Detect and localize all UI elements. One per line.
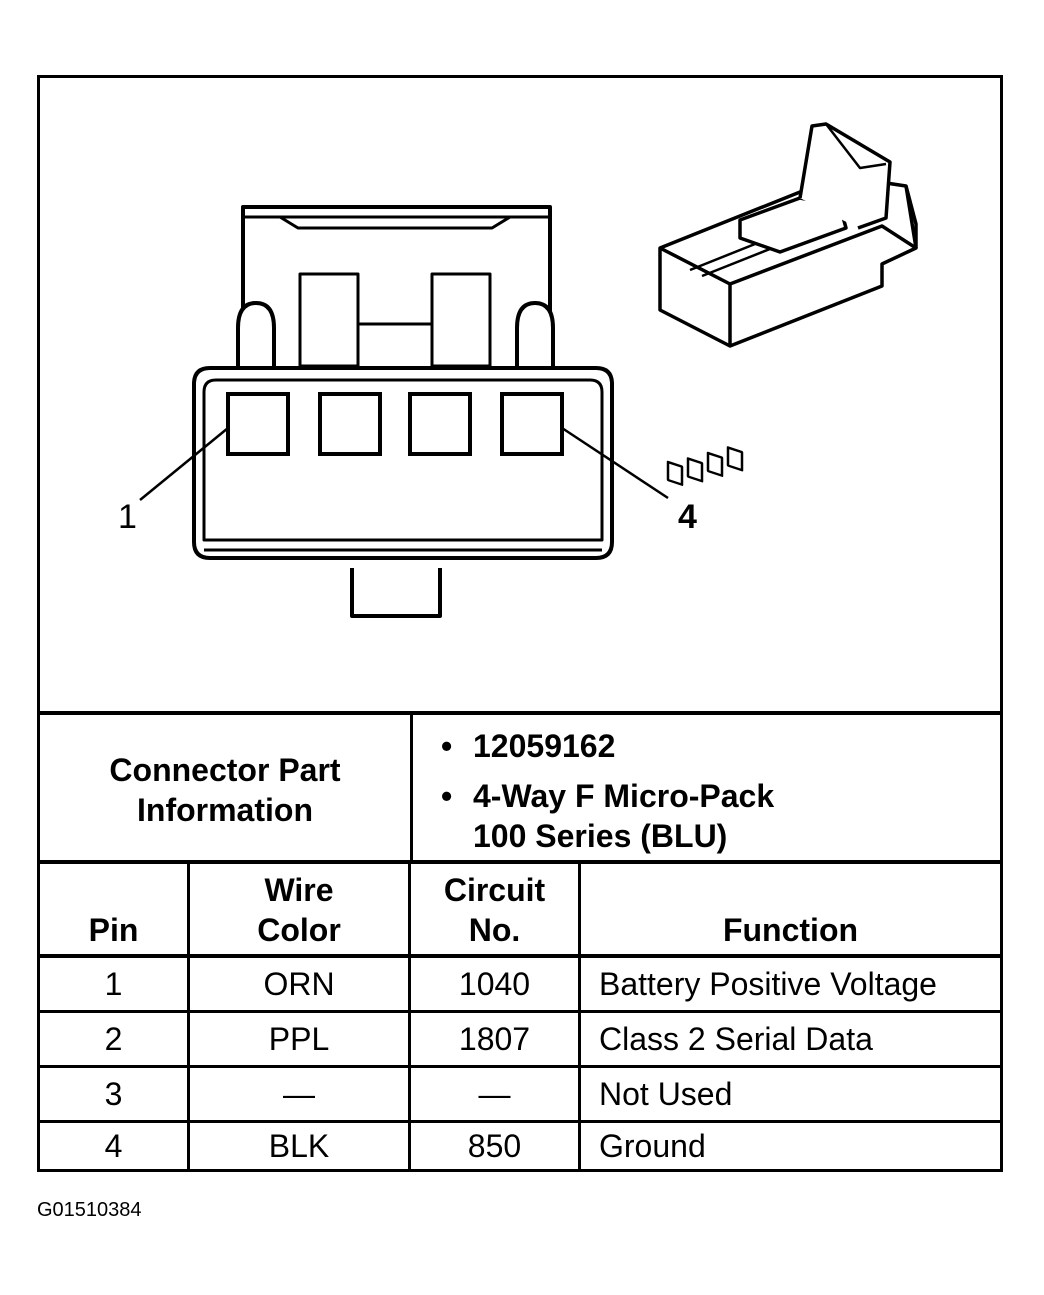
pin-cavities [226, 392, 564, 456]
header-pin: Pin [40, 864, 187, 954]
cell-wire-color: — [283, 1076, 315, 1112]
cell-pin: 2 [104, 1021, 123, 1057]
callout-label-4: 4 [678, 498, 697, 536]
cell-function: Not Used [599, 1076, 733, 1112]
rule-info-top [40, 711, 1000, 715]
callout-leader-1 [139, 427, 229, 501]
rule-info-divider [410, 711, 413, 861]
cell-circuit: — [478, 1076, 511, 1112]
description-row-2: 100 Series (BLU) [473, 816, 727, 856]
connector-face-view [192, 205, 614, 618]
cell-function: Class 2 Serial Data [599, 1021, 873, 1057]
cell-pin: 3 [104, 1076, 123, 1112]
callout-leader-4 [561, 426, 669, 500]
part-number-row: • 12059162 [441, 726, 616, 766]
rule-header-bottom [40, 954, 1000, 958]
header-pin-text: Pin [88, 912, 139, 948]
diagram-frame: 1 4 Connector Part Information • 1205916… [37, 75, 1003, 1172]
connector-description-line2: 100 Series (BLU) [473, 818, 728, 854]
figure-id: G01510384 [37, 1199, 142, 1221]
rule-col-2 [408, 862, 411, 1172]
header-function: Function [581, 864, 1000, 954]
pin-cavity-4 [500, 392, 564, 456]
pin-cavity-2 [318, 392, 382, 456]
cell-circuit: 850 [467, 1128, 522, 1164]
cell-wire-color: PPL [268, 1021, 330, 1057]
header-circuit-line1: Circuit [443, 872, 546, 908]
header-circuit: Circuit No. [411, 864, 578, 954]
cell-function: Battery Positive Voltage [599, 966, 937, 1002]
connector-info-label: Connector Part Information [40, 716, 410, 864]
cell-function: Ground [599, 1128, 706, 1164]
pin-cavity-3 [408, 392, 472, 456]
connector-isometric-view [658, 122, 918, 486]
cell-wire-color: ORN [263, 966, 335, 1002]
description-row: • 4-Way F Micro-Pack [441, 776, 775, 816]
rule-row-1 [40, 1010, 1000, 1013]
rule-col-1 [187, 862, 190, 1172]
cell-circuit: 1040 [458, 966, 531, 1002]
connector-drawing: 1 4 [118, 122, 918, 618]
cell-pin: 4 [104, 1128, 123, 1164]
cell-pin: 1 [104, 966, 123, 1002]
cell-wire-color: BLK [268, 1128, 330, 1164]
header-circuit-line2: No. [468, 912, 521, 948]
callout-label-1: 1 [118, 498, 137, 536]
rule-row-3 [40, 1120, 1000, 1123]
rule-info-bottom [40, 860, 1000, 864]
connector-info-label-line1: Connector Part [109, 752, 341, 788]
rule-row-2 [40, 1065, 1000, 1068]
pin-cavity-1 [226, 392, 290, 456]
header-function-text: Function [722, 912, 859, 948]
connector-info-values: • 12059162 • 4-Way F Micro-Pack 100 Seri… [413, 716, 1003, 864]
part-number: 12059162 [473, 728, 616, 764]
bullet-icon: • [441, 728, 453, 764]
header-wire-color-line1: Wire [264, 872, 334, 908]
connector-description-line1: 4-Way F Micro-Pack [473, 778, 775, 814]
rule-col-3 [578, 862, 581, 1172]
header-wire-color: Wire Color [190, 864, 408, 954]
connector-info-label-line2: Information [137, 792, 313, 828]
header-wire-color-line2: Color [257, 912, 341, 948]
cell-circuit: 1807 [458, 1021, 531, 1057]
bullet-icon: • [441, 778, 453, 814]
